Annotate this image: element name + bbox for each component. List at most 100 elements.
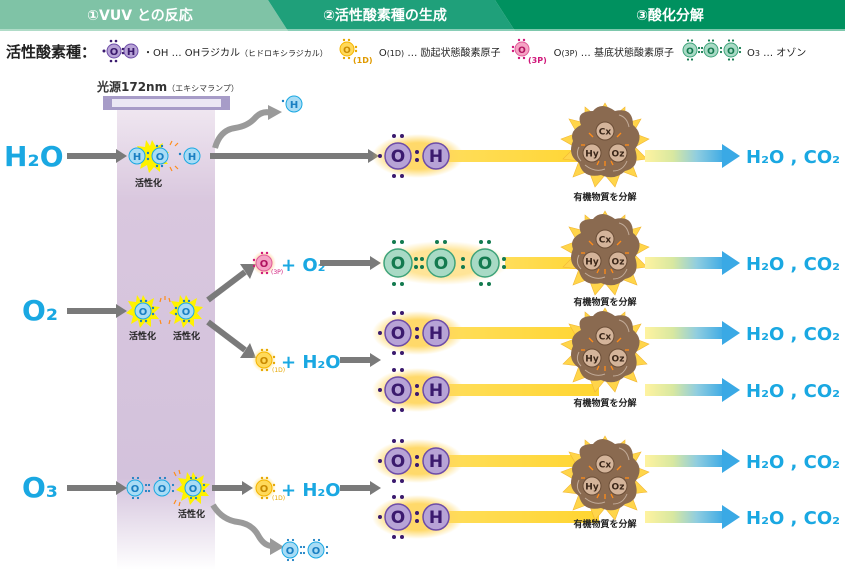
particle-oz: [608, 251, 628, 271]
atom-h: [422, 447, 450, 475]
decomposition-burst-icon: [560, 210, 650, 296]
bond-break-icon: [173, 469, 181, 507]
electron-dot: [415, 392, 419, 396]
electron-dot: [479, 282, 483, 286]
arrow-to-o1d: [206, 319, 247, 353]
atom-o-label: O: [391, 147, 405, 167]
electron-dot: [461, 257, 465, 261]
arrowhead: [240, 343, 256, 358]
activated-label: 活性化: [178, 508, 205, 520]
electron-dots: [286, 538, 329, 562]
arrowhead: [370, 481, 381, 495]
electron-dots: [139, 299, 191, 323]
legend-title: 活性酸素種：: [6, 42, 97, 61]
particle-label: Cx: [599, 333, 612, 343]
oxidation-beam: [449, 150, 599, 162]
electron-dot: [392, 351, 396, 355]
particle-hy: [582, 348, 602, 368]
legend-oh-h: H: [127, 47, 135, 58]
o3p-plus-o2: + O₂: [281, 255, 326, 276]
arrow-to-oh: [340, 357, 370, 363]
atom-o-label: O: [391, 324, 405, 344]
arrow-to-o1d: [212, 485, 242, 491]
electron-dot: [415, 519, 419, 523]
electron-dots: [260, 476, 276, 500]
electron-dot: [392, 439, 396, 443]
atom-o-label: O: [434, 254, 448, 274]
atom-o: [383, 248, 413, 278]
electron-dot: [461, 265, 465, 269]
electron-dot: [414, 257, 418, 261]
product-arrow-shaft: [645, 257, 725, 269]
atom-o-label: O: [391, 381, 405, 401]
arrowhead: [116, 481, 127, 495]
atom-h-label: H: [290, 100, 298, 111]
oxidation-beam: [449, 327, 599, 339]
particle-label: Hy: [585, 150, 599, 160]
product-arrow: H₂O , CO₂: [645, 251, 840, 275]
electron-dot: [392, 535, 396, 539]
atom-o-label: O: [312, 546, 321, 557]
product-formula: H₂O , CO₂: [746, 324, 840, 345]
electron-dot: [435, 240, 439, 244]
product-arrow: H₂O , CO₂: [645, 505, 840, 529]
legend-o1d-sub: (1D): [353, 56, 373, 64]
particle-label: Oz: [612, 355, 625, 365]
activated-label-1: 活性化: [129, 330, 156, 342]
arrow-to-ozone: [320, 260, 370, 266]
product-arrowhead: [722, 144, 740, 168]
input-o2: O₂: [22, 294, 58, 327]
electron-dot: [392, 495, 396, 499]
electron-dot: [392, 174, 396, 178]
particle-label: Hy: [585, 355, 599, 365]
legend-o3-o3: O: [727, 47, 735, 57]
electron-dot: [392, 408, 396, 412]
tab-reactive-species: ②活性酸素種の生成: [323, 8, 447, 24]
particle-label: Oz: [612, 258, 625, 268]
atom-o: [184, 479, 202, 497]
atom-o-label: O: [156, 152, 165, 163]
electron-dot: [400, 351, 404, 355]
arrowhead: [116, 149, 127, 163]
atom-o-label: O: [260, 356, 269, 367]
electron-dot: [400, 408, 404, 412]
atom-o: [426, 248, 456, 278]
electron-dot: [378, 331, 382, 335]
electron-dot: [400, 174, 404, 178]
electron-dot: [400, 535, 404, 539]
product-formula: H₂O , CO₂: [746, 381, 840, 402]
atom-o-label: O: [260, 259, 269, 270]
arrow-o3-in: [67, 485, 117, 491]
electron-dots: [260, 348, 276, 372]
electron-dot: [400, 240, 404, 244]
atom-o-label: O: [286, 546, 295, 557]
decompose-label: 有機物質を分解: [573, 191, 636, 203]
arrow-h2o-oh: [210, 153, 370, 159]
atom-o: [384, 503, 412, 531]
electron-dot: [420, 257, 424, 261]
o1d-atom-icon: [255, 479, 273, 497]
electron-dot: [414, 265, 418, 269]
atom-o-label: O: [260, 484, 269, 495]
atom-h-released: [183, 147, 201, 165]
wavy-arrowhead: [268, 105, 282, 120]
atom-o: [384, 142, 412, 170]
electron-dot: [392, 282, 396, 286]
product-arrow: H₂O , CO₂: [645, 144, 840, 168]
product-arrowhead: [722, 449, 740, 473]
atom-h: [128, 147, 146, 165]
particle-cx: [595, 454, 615, 474]
electron-dot: [443, 240, 447, 244]
o3p-icon: O (3P): [511, 38, 546, 64]
product-formula: H₂O , CO₂: [746, 452, 840, 473]
particle-oz: [608, 348, 628, 368]
electron-dot: [400, 479, 404, 483]
atom-o: [307, 541, 325, 559]
excimer-lamp: [103, 96, 230, 110]
legend-o1d-o: O: [343, 46, 351, 56]
particle-label: Hy: [585, 258, 599, 268]
electron-dot: [400, 134, 404, 138]
product-arrow-shaft: [645, 511, 725, 523]
